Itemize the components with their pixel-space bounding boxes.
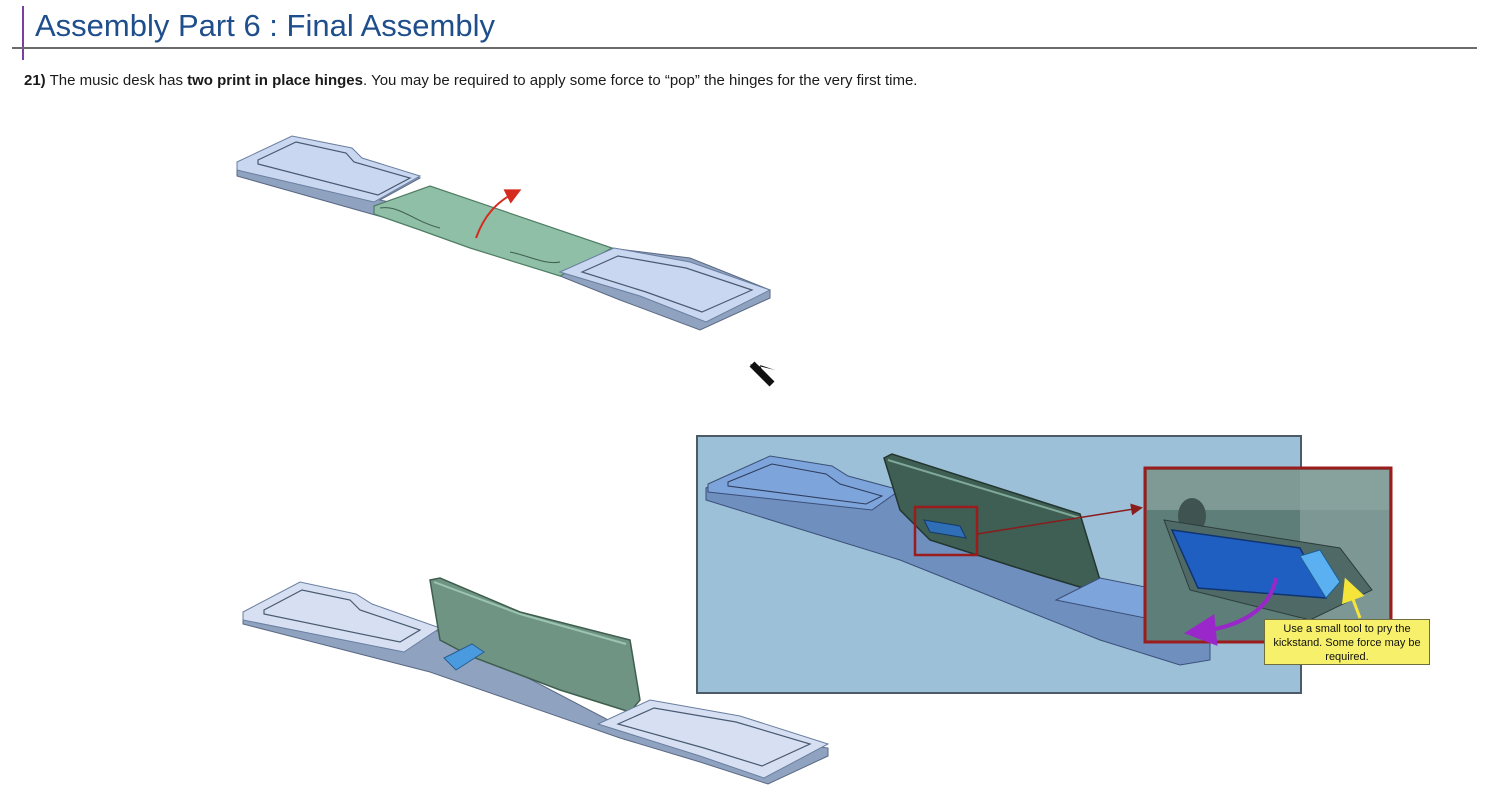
zoom-inset — [1143, 466, 1393, 646]
step-number: 21) — [24, 72, 46, 89]
music-desk-assembled — [242, 577, 830, 785]
title-divider — [12, 47, 1477, 49]
title-accent-bar — [22, 6, 24, 60]
callout-note: Use a small tool to pry the kickstand. S… — [1264, 619, 1430, 665]
step-bold-text: two print in place hinges — [187, 72, 363, 89]
music-desk-flat — [236, 135, 772, 331]
flow-arrow-shaft — [749, 361, 775, 387]
step-text-before: The music desk has — [45, 72, 188, 89]
step-instruction: 21) The music desk has two print in plac… — [24, 72, 917, 89]
step-text-after: . You may be required to apply some forc… — [363, 72, 918, 89]
page-title: Assembly Part 6 : Final Assembly — [35, 8, 495, 43]
